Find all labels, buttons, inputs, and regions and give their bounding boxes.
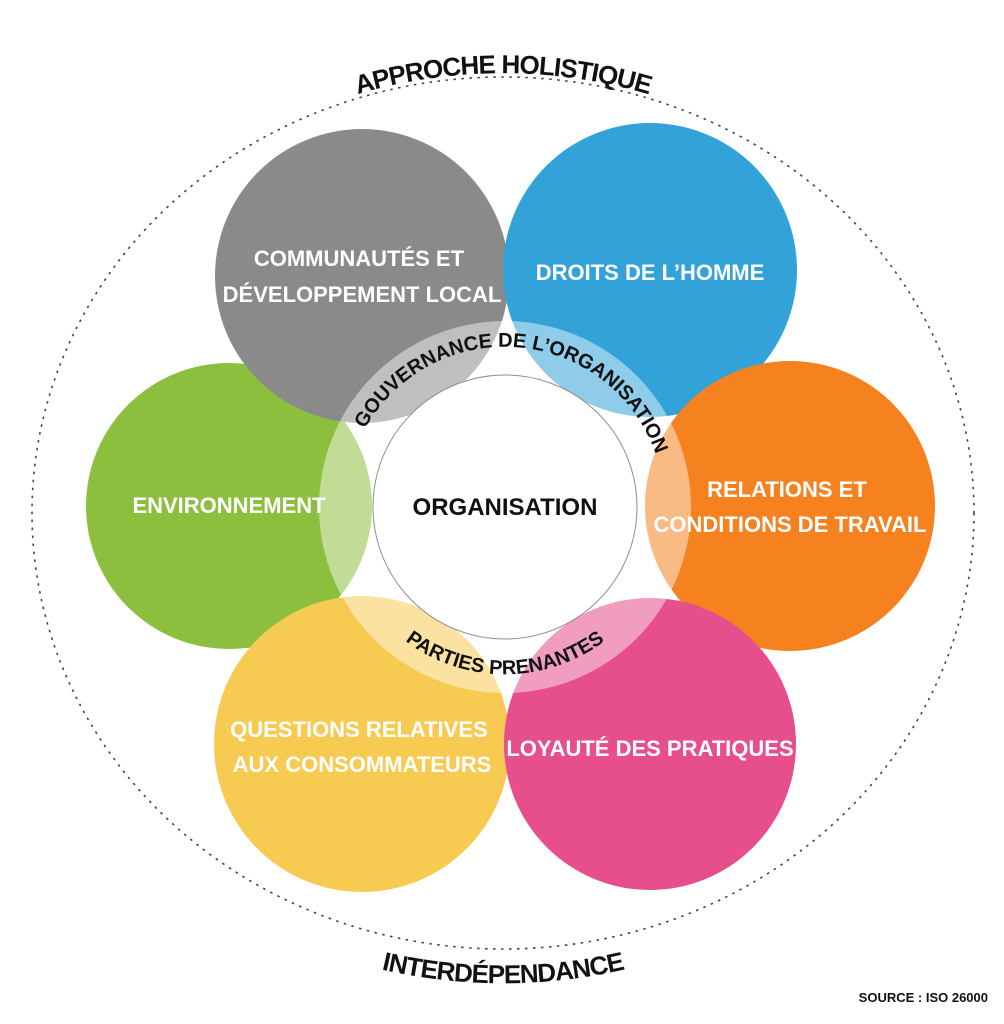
petal-label-questions-consommateurs: QUESTIONS RELATIVES AUX CONSOMMATEURS [230, 717, 494, 777]
center-label: ORGANISATION [413, 494, 598, 521]
petal-label-communautes: COMMUNAUTÉS ET DÉVELOPPEMENT LOCAL [223, 246, 502, 307]
petal-circle-droits-de-l-homme [503, 123, 797, 417]
petal-circle-communautes [215, 129, 509, 423]
label-interdependance-text: INTERDÉPENDANCE [380, 946, 627, 989]
petal-label-communautes-line1: COMMUNAUTÉS ET [254, 246, 465, 271]
center-circle [372, 374, 638, 640]
label-approche-holistique-text: APPROCHE HOLISTIQUE [351, 49, 656, 100]
outer-dotted-circle [31, 76, 975, 950]
petal-label-loyaute-pratiques: LOYAUTÉ DES PRATIQUES [506, 736, 793, 761]
petal-circle-loyaute-pratiques [504, 598, 796, 890]
petal-label-relations-line1: RELATIONS ET [707, 477, 867, 502]
petal-label-questions-line2: AUX CONSOMMATEURS [233, 752, 492, 777]
petal-label-droits-line1: DROITS DE L’HOMME [536, 260, 765, 285]
petal-label-communautes-line2: DÉVELOPPEMENT LOCAL [223, 282, 502, 307]
petal-circle-questions-consommateurs [214, 596, 510, 892]
petal-circle-environnement [86, 363, 372, 649]
label-interdependance: INTERDÉPENDANCE [380, 946, 626, 989]
petal-label-questions-line1: QUESTIONS RELATIVES [230, 717, 488, 742]
source-note: SOURCE : ISO 26000 [859, 990, 988, 1005]
petal-label-relations-line2: CONDITIONS DE TRAVAIL [654, 512, 927, 537]
petal-label-environnement: ENVIRONNEMENT [132, 493, 326, 518]
petal-label-relations-travail: RELATIONS ET CONDITIONS DE TRAVAIL [654, 477, 927, 537]
petal-label-droits-de-l-homme: DROITS DE L’HOMME [536, 260, 765, 285]
petal-label-environnement-line1: ENVIRONNEMENT [132, 493, 326, 518]
petal-label-loyaute-line1: LOYAUTÉ DES PRATIQUES [506, 736, 793, 761]
label-approche-holistique: APPROCHE HOLISTIQUE [351, 49, 655, 100]
petal-circle-relations-travail [645, 361, 935, 651]
